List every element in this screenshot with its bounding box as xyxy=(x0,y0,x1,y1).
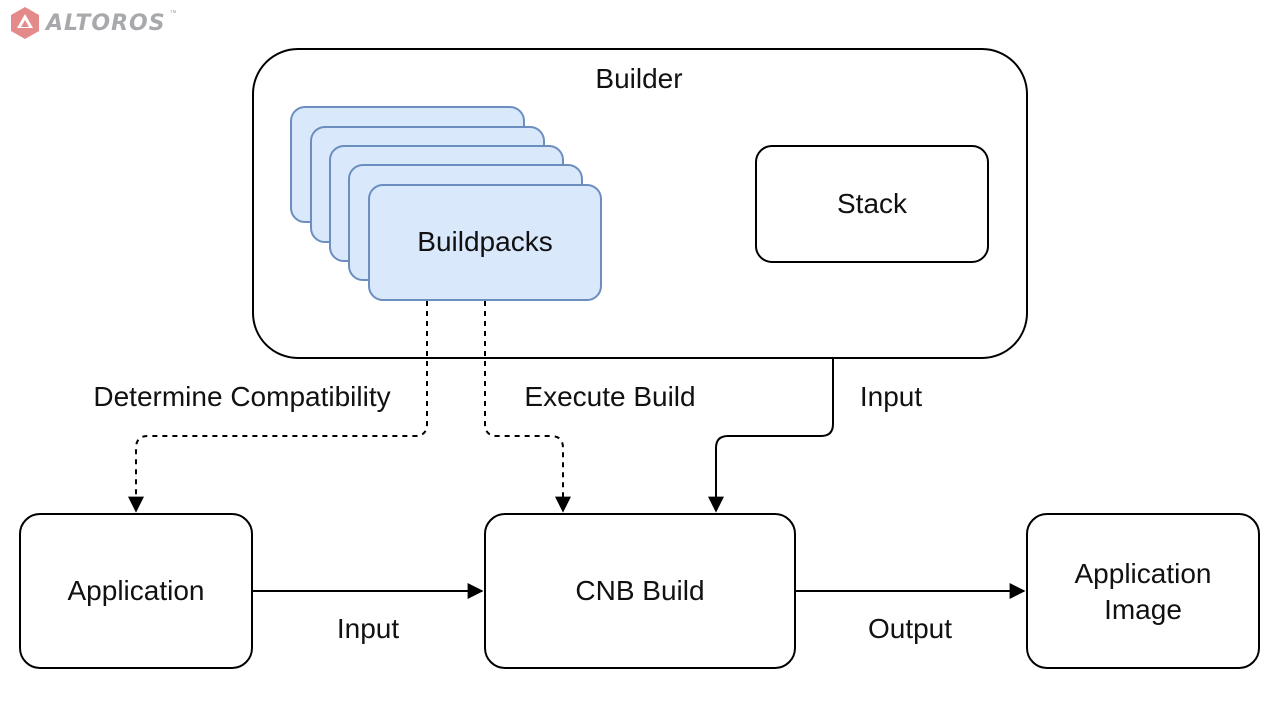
stack-label: Stack xyxy=(837,188,908,219)
cnb-build-label: CNB Build xyxy=(575,575,704,606)
brand-name: ALTOROS xyxy=(46,10,166,36)
edge-label-app-input: Input xyxy=(337,613,399,644)
application-image-label-line1: Application xyxy=(1075,558,1212,589)
edge-label-determine-compatibility: Determine Compatibility xyxy=(93,381,390,412)
edge-label-output: Output xyxy=(868,613,952,644)
edge-label-execute-build: Execute Build xyxy=(524,381,695,412)
edge-label-stack-input: Input xyxy=(860,381,922,412)
buildpacks-label: Buildpacks xyxy=(417,226,552,257)
hexagon-logo-icon xyxy=(11,7,39,39)
stack-box xyxy=(755,145,989,263)
brand-trademark: ™ xyxy=(169,10,177,17)
application-image-label-line2: Image xyxy=(1104,594,1182,625)
edge-stack-input xyxy=(708,359,834,513)
buildpack-card-front xyxy=(368,184,602,301)
builder-label: Builder xyxy=(595,63,682,94)
application-label: Application xyxy=(68,575,205,606)
buildpacks-stack: Buildpacks xyxy=(290,106,602,301)
application-image-box xyxy=(1026,513,1260,669)
edge-determine-compatibility xyxy=(128,301,428,513)
edge-execute-build xyxy=(484,301,571,513)
brand-logo: ALTOROS ™ xyxy=(8,6,177,40)
